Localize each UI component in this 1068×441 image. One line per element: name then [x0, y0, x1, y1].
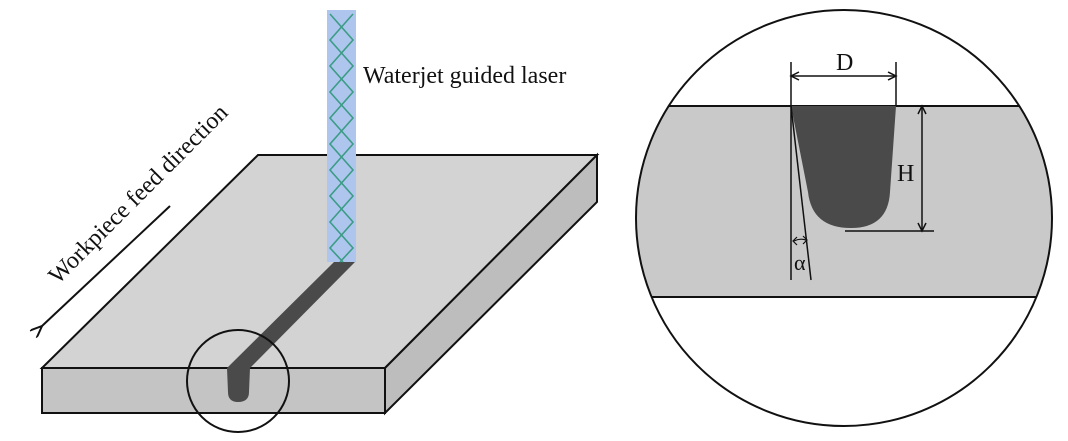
workpiece	[39, 152, 600, 416]
taper-angle-annotation: α	[790, 105, 812, 281]
laser-label: Waterjet guided laser	[363, 63, 566, 89]
feed-direction-arrow	[42, 205, 171, 326]
zoom-circle-small	[186, 329, 290, 433]
waterjet-column	[327, 10, 356, 263]
depth-dimension: H	[845, 104, 934, 233]
magnified-view: D H α	[635, 9, 1053, 427]
kerf-profile	[791, 106, 896, 228]
laser-zigzag-b	[328, 13, 355, 263]
laser-zigzag-a	[328, 13, 355, 263]
width-label: D	[836, 50, 853, 76]
groove-trench	[227, 262, 355, 368]
zoom-circle-large	[635, 9, 1053, 427]
angle-label: α	[794, 250, 806, 275]
groove-cross-section	[227, 368, 250, 402]
width-dimension: D	[789, 50, 898, 106]
groove	[227, 262, 355, 402]
workpiece-front-face	[41, 367, 386, 414]
depth-label: H	[897, 161, 914, 187]
